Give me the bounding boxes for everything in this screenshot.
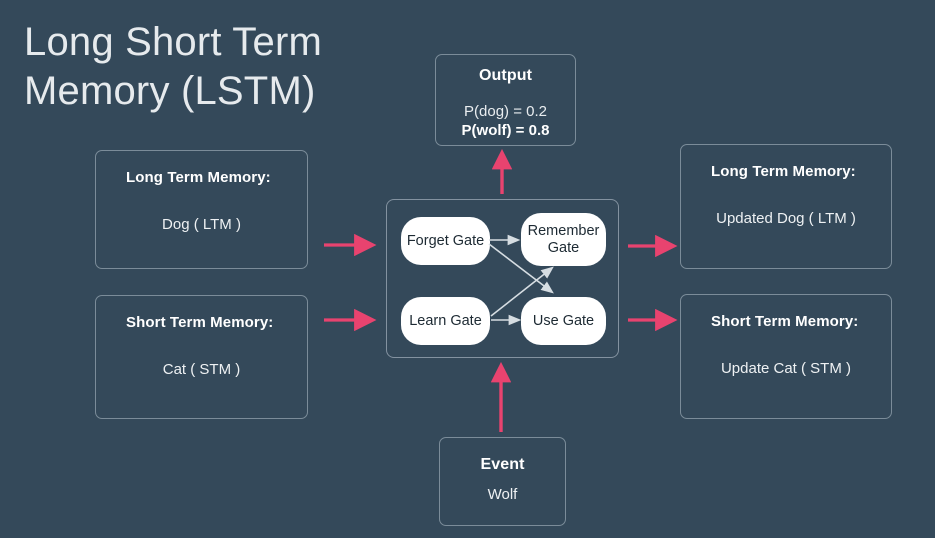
short-term-memory-output-title: Short Term Memory: — [711, 313, 859, 330]
lstm-gate-container: Forget Gate Remember Gate Learn Gate Use… — [386, 199, 619, 358]
long-term-memory-output-title: Long Term Memory: — [711, 163, 856, 180]
remember-gate[interactable]: Remember Gate — [521, 213, 606, 266]
long-term-memory-output-card: Long Term Memory: Updated Dog ( LTM ) — [680, 144, 892, 269]
event-card: Event Wolf — [439, 437, 566, 526]
short-term-memory-output-card: Short Term Memory: Update Cat ( STM ) — [680, 294, 892, 419]
output-prob-wolf: P(wolf) = 0.8 — [461, 122, 550, 139]
short-term-memory-input-title: Short Term Memory: — [126, 314, 274, 331]
short-term-memory-output-value: Update Cat ( STM ) — [720, 360, 852, 377]
learn-gate[interactable]: Learn Gate — [401, 297, 490, 345]
use-gate[interactable]: Use Gate — [521, 297, 606, 345]
use-gate-label: Use Gate — [532, 312, 595, 329]
output-card-title: Output — [478, 67, 533, 84]
short-term-memory-input-card: Short Term Memory: Cat ( STM ) — [95, 295, 308, 419]
long-term-memory-input-card: Long Term Memory: Dog ( LTM ) — [95, 150, 308, 269]
long-term-memory-output-value: Updated Dog ( LTM ) — [716, 210, 856, 227]
output-prob-dog: P(dog) = 0.2 — [464, 103, 547, 120]
short-term-memory-input-value: Cat ( STM ) — [162, 361, 241, 378]
remember-gate-label: Remember Gate — [527, 223, 600, 256]
event-card-value: Wolf — [487, 486, 518, 503]
forget-gate[interactable]: Forget Gate — [401, 217, 490, 265]
learn-gate-label: Learn Gate — [409, 312, 482, 329]
long-term-memory-input-title: Long Term Memory: — [126, 169, 271, 186]
page-title: Long Short Term Memory (LSTM) — [24, 20, 322, 113]
event-card-title: Event — [480, 456, 525, 473]
output-card: Output P(dog) = 0.2 P(wolf) = 0.8 — [435, 54, 576, 146]
long-term-memory-input-value: Dog ( LTM ) — [162, 216, 241, 233]
forget-gate-label: Forget Gate — [406, 232, 485, 249]
